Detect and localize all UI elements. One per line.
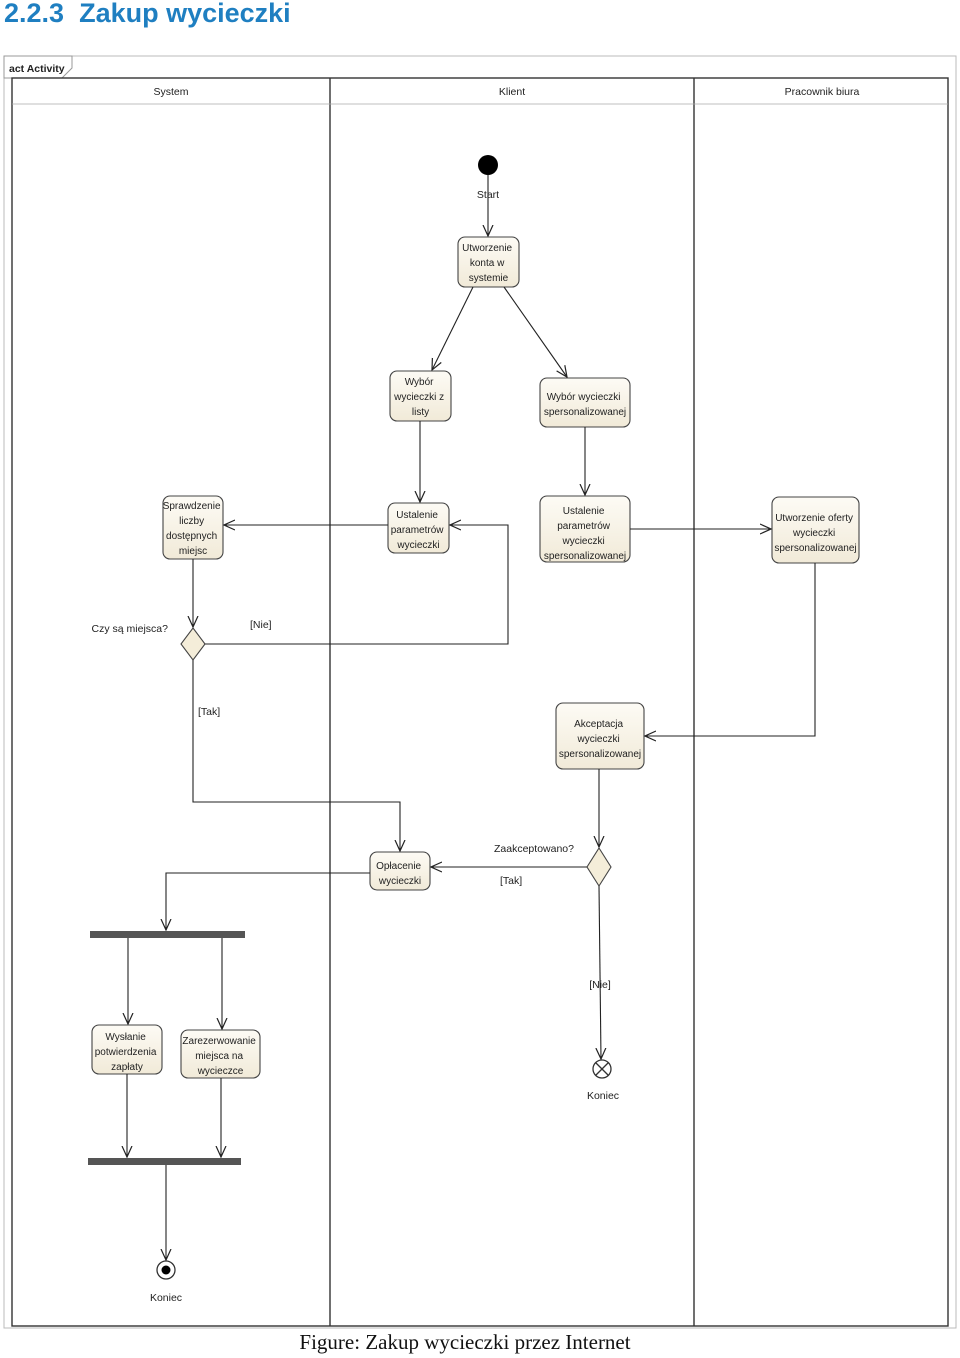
activity-utworzenie-oferty: Utworzenie oferty wycieczki spersonalizo…	[771, 496, 860, 564]
end-flow-final-label: Koniec	[587, 1090, 619, 1102]
svg-text:Wybór wycieczki z: Wybór wycieczki z listy	[393, 377, 447, 418]
decision-czy-sa-miejsca	[180, 627, 206, 661]
flow-final-node	[592, 1059, 612, 1079]
decision-zaakceptowano-label: Zaakceptowano?	[494, 843, 574, 855]
activity-diagram: act Activity System Klient Pracownik biu…	[3, 55, 957, 1329]
activity-ustalenie-parametrow-sp: Ustalenie parametrów wycieczki spersonal…	[539, 495, 631, 563]
figure-caption: Figure: Zakup wycieczki przez Internet	[299, 1330, 631, 1354]
svg-text:Zarezerwowanie miejsca n: Zarezerwowanie miejsca na wycieczce	[182, 1036, 258, 1077]
guard-miejsca-nie: [Nie]	[250, 619, 272, 631]
svg-text:Sprawdzenie liczby: Sprawdzenie liczby dostępnych miejsc	[163, 501, 224, 557]
fork-bar	[90, 931, 245, 938]
decision-zaakceptowano	[586, 846, 612, 888]
flow-konto-to-spers	[503, 286, 567, 377]
end-system-label: Koniec	[150, 1292, 182, 1304]
svg-text:Ustalenie parametrów: Ustalenie parametrów wycieczki spersonal…	[544, 506, 626, 562]
lane-klient: Klient	[499, 86, 525, 98]
join-bar	[88, 1158, 241, 1165]
svg-text:Wysłanie potwierdzenia: Wysłanie potwierdzenia zapłaty	[95, 1032, 160, 1073]
svg-text:Utworzenie konta w: Utworzenie konta w systemie	[462, 243, 515, 284]
activity-zarezerwowanie: Zarezerwowanie miejsca na wycieczce	[180, 1029, 261, 1079]
flow-konto-to-lista	[432, 286, 474, 370]
svg-text:Akceptacja wycieczki: Akceptacja wycieczki spersonalizowanej	[559, 719, 641, 760]
flow-decyzja-tak	[192, 660, 400, 851]
activity-final-node	[156, 1260, 176, 1280]
swimlanes	[11, 77, 949, 1327]
activity-sprawdzenie-liczby: Sprawdzenie liczby dostępnych miejsc	[162, 495, 224, 560]
activity-oplacenie: Opłacenie wycieczki	[369, 851, 431, 891]
svg-text:Opłacenie wycieczki: Opłacenie wycieczki	[376, 861, 424, 887]
svg-text:Wybór wycieczki spersona: Wybór wycieczki spersonalizowanej	[544, 392, 626, 418]
initial-node	[478, 155, 498, 175]
activity-wybor-spersonalizowanej: Wybór wycieczki spersonalizowanej	[539, 377, 631, 428]
frame-label: act Activity	[9, 63, 65, 75]
flow-oplacenie-to-fork	[166, 872, 370, 930]
activity-utworzenie-konta: Utworzenie konta w systemie	[457, 236, 520, 288]
diagram-frame	[3, 55, 957, 1329]
activity-akceptacja: Akceptacja wycieczki spersonalizowanej	[555, 702, 645, 770]
section-title: Zakup wycieczki	[79, 0, 291, 28]
lane-system: System	[153, 86, 188, 98]
activity-ustalenie-parametrow: Ustalenie parametrów wycieczki	[387, 502, 450, 554]
flow-decyzja-nie	[205, 525, 509, 645]
flow-oferta-to-akceptacja	[645, 563, 816, 736]
activity-wyslanie: Wysłanie potwierdzenia zapłaty	[91, 1024, 163, 1075]
lane-pracownik: Pracownik biura	[785, 86, 860, 98]
decision-czy-sa-miejsca-label: Czy są miejsca?	[92, 623, 169, 635]
section-number: 2.2.3	[4, 0, 65, 28]
svg-text:Ustalenie parametrów: Ustalenie parametrów wycieczki	[391, 510, 447, 551]
svg-text:Utworzenie oferty wyciec: Utworzenie oferty wycieczki spersonalizo…	[774, 513, 856, 554]
flow-akcept-nie	[599, 885, 601, 1059]
section-heading: 2.2.3 Zakup wycieczki	[4, 0, 291, 29]
guard-akcept-tak: [Tak]	[500, 875, 522, 887]
guard-miejsca-tak: [Tak]	[198, 706, 220, 718]
activity-wybor-z-listy: Wybór wycieczki z listy	[389, 370, 452, 422]
